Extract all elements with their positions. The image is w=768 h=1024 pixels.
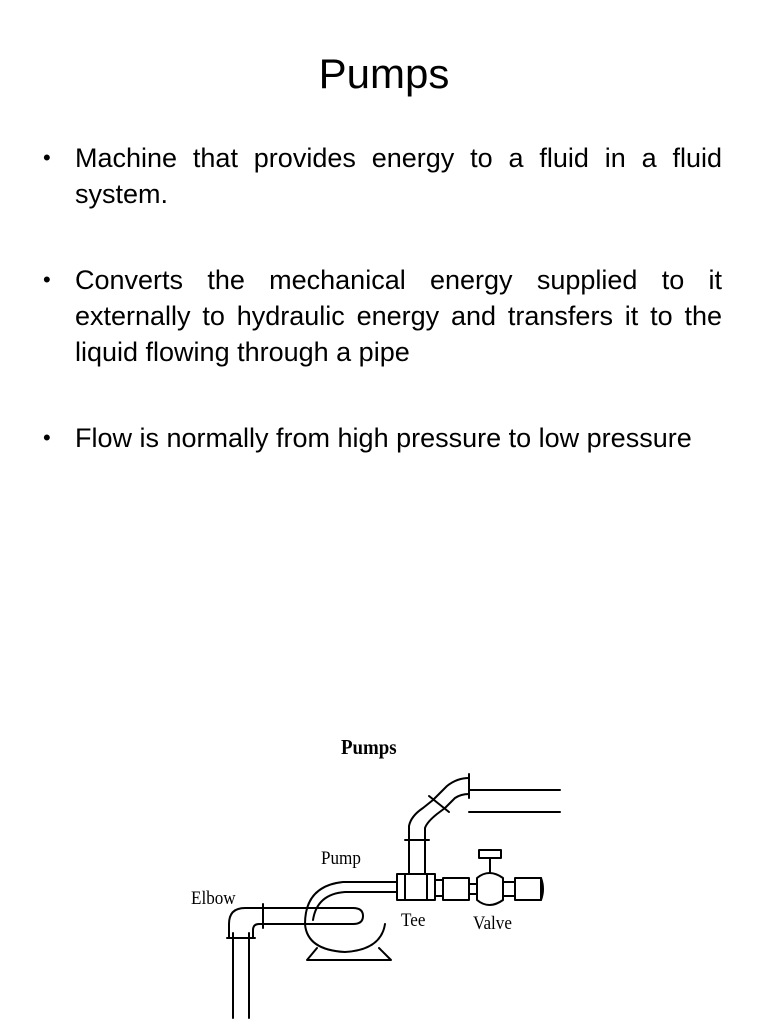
label-pump: Pump: [321, 848, 361, 869]
bullet-item: • Flow is normally from high pressure to…: [40, 420, 722, 456]
tee-fitting: [396, 873, 436, 901]
suction-pipe: [262, 907, 354, 925]
bullet-item: • Converts the mechanical energy supplie…: [40, 262, 722, 370]
branch-pipe: [434, 877, 478, 901]
label-elbow: Elbow: [191, 888, 236, 909]
pump-diagram-figure: Pumps Pump Elbow Tee Valve: [185, 728, 575, 1024]
pump-casing: [304, 881, 398, 961]
bullet-item: • Machine that provides energy to a flui…: [40, 140, 722, 212]
pump-piping-diagram: [226, 773, 561, 1019]
inlet-pipe: [232, 932, 250, 1019]
label-valve: Valve: [473, 913, 512, 934]
bullet-text: Converts the mechanical energy supplied …: [75, 265, 722, 367]
label-tee: Tee: [401, 910, 426, 931]
bullet-icon: •: [43, 267, 51, 292]
bullet-list: • Machine that provides energy to a flui…: [40, 140, 722, 506]
bullet-icon: •: [43, 145, 51, 170]
bullet-icon: •: [43, 425, 51, 450]
valve-body: [476, 849, 544, 906]
slide-title: Pumps: [318, 50, 450, 97]
figure-title: Pumps: [341, 735, 397, 759]
riser-pipe: [404, 773, 470, 875]
discharge-pipe-upper: [468, 789, 561, 813]
bullet-text: Flow is normally from high pressure to l…: [75, 423, 692, 453]
bullet-text: Machine that provides energy to a fluid …: [75, 143, 722, 209]
